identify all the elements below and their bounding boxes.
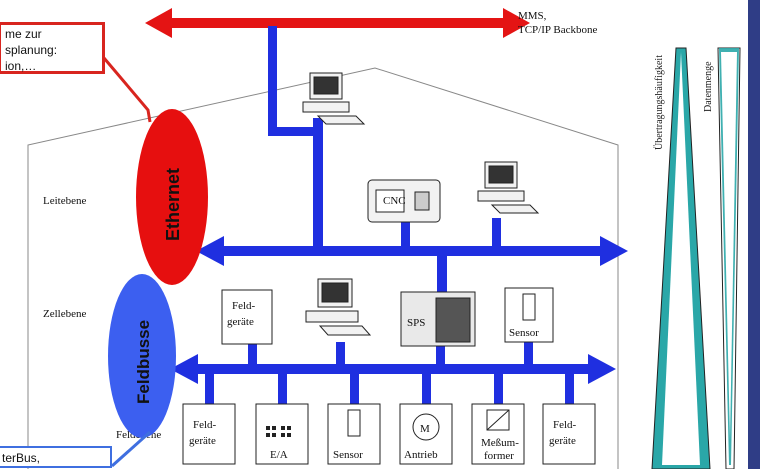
callout-top-line-3: ion,…: [5, 59, 37, 73]
io-module-icon: [266, 426, 291, 437]
backbone-label-line1: MMS,: [518, 10, 547, 22]
feld-messumformer-label-1: Meßum-: [481, 437, 519, 449]
callout-top-note: me zur splanung: ion,…: [0, 22, 105, 74]
zell-sensor-label: Sensor: [509, 327, 539, 339]
frequency-wedge-inner: [662, 52, 700, 465]
leitebene-drop: [268, 26, 323, 253]
feld-sensor-symbol-icon: [347, 409, 361, 437]
callout-bottom-text: terBus,: [2, 451, 41, 465]
feld-feldgeraete-1-label-2: geräte: [189, 435, 216, 447]
sps-label: SPS: [407, 317, 425, 329]
feld-feldgeraete-1-label-1: Feld-: [193, 419, 217, 431]
feldbusse-ellipse: [108, 274, 176, 438]
backbone-arrow: [145, 8, 530, 38]
motor-icon: [412, 413, 440, 441]
motor-symbol-label: M: [420, 423, 430, 435]
slide-frame-right: [748, 0, 760, 469]
feld-feldgeraete-2-label-2: geräte: [549, 435, 576, 447]
zell-feldgeraete-box: [221, 289, 273, 345]
frequency-label: Übertragungshäufigkeit: [653, 55, 665, 150]
cnc-machine-icon: [367, 179, 441, 223]
zell-sensor-box: [504, 287, 554, 343]
callout-bottom-note: terBus,: [0, 446, 112, 468]
callout-top-connector: [102, 57, 152, 123]
sps-controller-icon: [400, 291, 476, 347]
volume-label: Datenmenge: [703, 61, 714, 112]
feld-messumformer-box: [471, 403, 525, 465]
backbone-label-line2: TCP/IP Backbone: [518, 24, 597, 36]
ethernet-ellipse: [136, 109, 208, 285]
leitebene-bus: [196, 218, 628, 294]
transducer-icon: [486, 409, 510, 431]
level-label-zellebene: Zellebene: [43, 308, 86, 320]
callout-top-line-1: me zur: [5, 27, 42, 41]
level-label-leitebene: Leitebene: [43, 195, 86, 207]
ethernet-label: Ethernet: [163, 168, 183, 241]
feld-feldgeraete-1-box: [182, 403, 236, 465]
volume-wedge-inner: [721, 52, 737, 440]
computer-zellebene-icon: [305, 278, 372, 336]
zell-sensor-symbol-icon: [522, 293, 536, 321]
cnc-label: CNC: [383, 195, 406, 207]
zellebene-bus: [170, 342, 616, 404]
computer-leitebene-right-icon: [477, 161, 540, 214]
computer-leitebene-top-icon: [302, 72, 366, 125]
zell-feldgeraete-label-2: geräte: [227, 316, 254, 328]
feld-feldgeraete-2-box: [542, 403, 596, 465]
zell-feldgeraete-label-1: Feld-: [232, 300, 256, 312]
callout-top-line-2: splanung:: [5, 43, 58, 57]
feld-ea-label: E/A: [270, 449, 288, 461]
feld-sensor-box: [327, 403, 381, 465]
callout-bottom-connector: [110, 430, 152, 468]
feld-feldgeraete-2-label-1: Feld-: [553, 419, 577, 431]
feldbusse-label: Feldbusse: [134, 320, 153, 404]
feld-antrieb-label: Antrieb: [404, 449, 438, 461]
feld-messumformer-label-2: former: [484, 450, 514, 462]
feld-sensor-label: Sensor: [333, 449, 363, 461]
